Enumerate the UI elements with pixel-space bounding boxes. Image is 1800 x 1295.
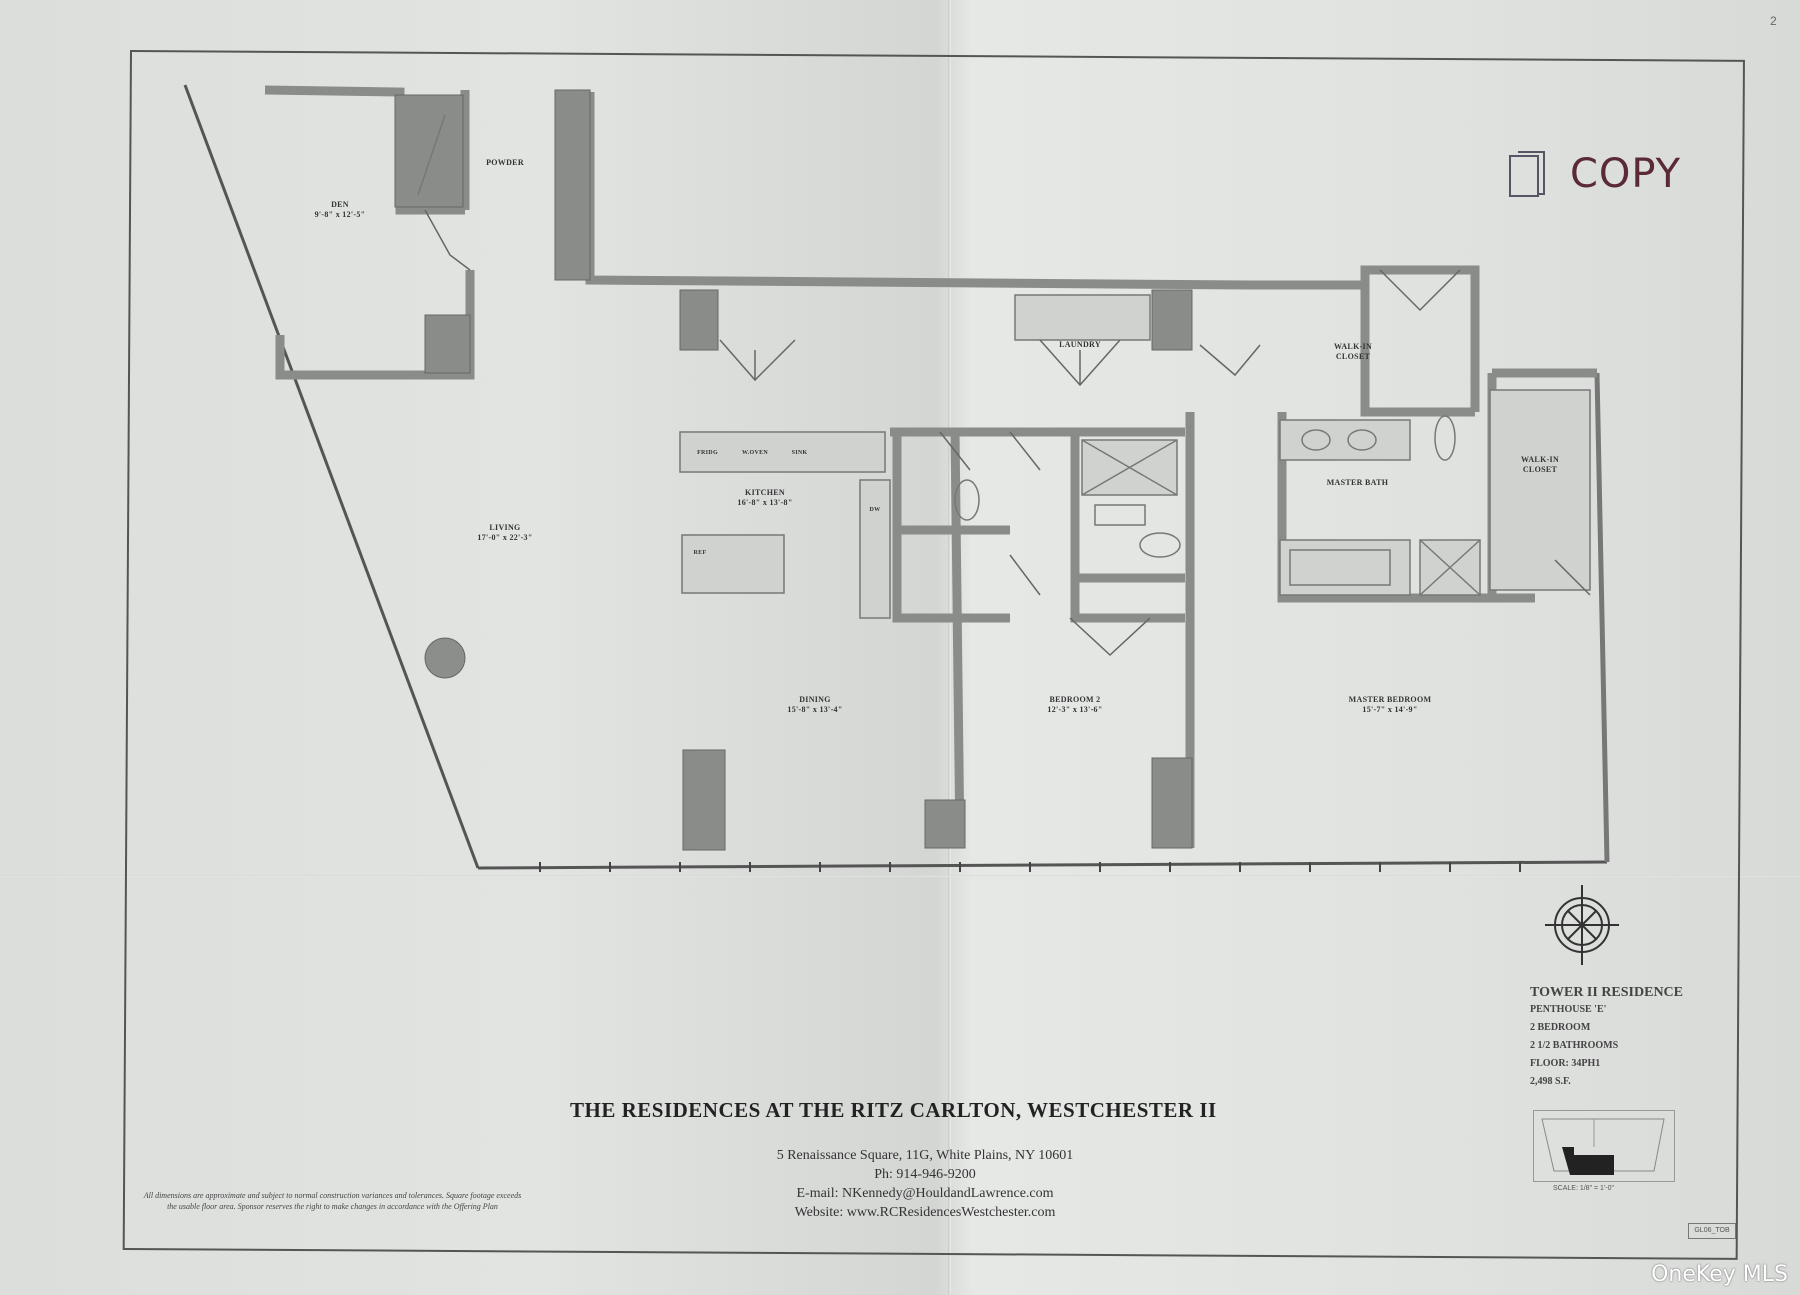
room-dims: 15'-7" x 14'-9": [1362, 705, 1418, 714]
project-title: THE RESIDENCES AT THE RITZ CARLTON, WEST…: [570, 1098, 1217, 1122]
room-dims: 15'-8" x 13'-4": [787, 705, 843, 714]
appliance-label: SINK: [791, 450, 808, 456]
room-label-living: LIVING 17'-0" x 22'-3": [465, 523, 545, 543]
floor-number: FLOOR: 34PH1: [1530, 1058, 1601, 1069]
watermark: OneKey MLS: [1651, 1262, 1788, 1287]
copy-icon: [1509, 151, 1545, 197]
key-plan-scale: SCALE: 1/8" = 1'-0": [1553, 1185, 1614, 1192]
room-name: WALK-IN CLOSET: [1520, 455, 1560, 474]
copy-label: COPY: [1570, 151, 1682, 197]
paper-fold-vertical: [948, 0, 951, 1295]
room-name: KITCHEN: [745, 488, 785, 497]
room-name: MASTER BATH: [1326, 478, 1389, 487]
bathroom-count: 2 1/2 BATHROOMS: [1530, 1040, 1619, 1051]
compass-rose-icon: [1545, 885, 1619, 965]
phone: Ph: 914-946-9200: [874, 1167, 976, 1182]
appliance-label: REF: [693, 550, 707, 556]
title-block: TOWER II RESIDENCE PENTHOUSE 'E' 2 BEDRO…: [1530, 985, 1683, 1091]
room-name: LAUNDRY: [1059, 340, 1101, 349]
room-label-kitchen: KITCHEN 16'-8" x 13'-8": [730, 488, 800, 508]
room-dims: 17'-0" x 22'-3": [477, 533, 533, 542]
room-label-bedroom-2: BEDROOM 2 12'-3" x 13'-6": [1035, 695, 1115, 715]
room-name: DINING: [799, 695, 831, 704]
room-name: BEDROOM 2: [1049, 695, 1101, 704]
room-name: DEN: [331, 200, 349, 209]
room-label-laundry: LAUNDRY: [1045, 340, 1115, 350]
room-dims: 9'-8" x 12'-5": [314, 210, 366, 219]
copy-stamp: COPY: [1508, 148, 1681, 200]
appliance-label: DW: [869, 507, 881, 513]
room-label-den: DEN 9'-8" x 12'-5": [305, 200, 375, 220]
disclaimer: All dimensions are approximate and subje…: [143, 1191, 522, 1211]
drawing-number: GL06_TOB: [1688, 1223, 1736, 1239]
contact-block: 5 Renaissance Square, 11G, White Plains,…: [735, 1146, 1115, 1222]
bedroom-count: 2 BEDROOM: [1530, 1022, 1591, 1033]
room-name: POWDER: [486, 158, 524, 167]
square-footage: 2,498 S.F.: [1530, 1076, 1571, 1087]
key-plan: [1533, 1110, 1675, 1182]
appliance-label: W.OVEN: [741, 450, 769, 456]
room-name: MASTER BEDROOM: [1348, 695, 1432, 704]
room-name: LIVING: [489, 523, 521, 532]
room-label-master-bedroom: MASTER BEDROOM 15'-7" x 14'-9": [1325, 695, 1455, 715]
room-name: WALK-IN CLOSET: [1333, 342, 1373, 361]
residence-heading: TOWER II RESIDENCE: [1530, 985, 1684, 1000]
website: Website: www.RCResidencesWestchester.com: [794, 1205, 1056, 1220]
room-label-walk-in-closet-1: WALK-IN CLOSET: [1318, 342, 1388, 362]
key-plan-drawing: [1541, 1118, 1665, 1175]
room-label-powder: POWDER: [480, 158, 530, 168]
unit-name: PENTHOUSE 'E': [1530, 1004, 1607, 1015]
address: 5 Renaissance Square, 11G, White Plains,…: [776, 1148, 1074, 1163]
room-label-master-bath: MASTER BATH: [1325, 478, 1390, 488]
email: E-mail: NKennedy@HouldandLawrence.com: [796, 1186, 1054, 1201]
room-label-walk-in-closet-2: WALK-IN CLOSET: [1505, 455, 1575, 475]
appliance-label: FRIDG: [697, 450, 718, 456]
room-label-dining: DINING 15'-8" x 13'-4": [775, 695, 855, 715]
corner-mark: 2: [1770, 14, 1777, 28]
paper-fold-horizontal: [0, 875, 1800, 877]
room-dims: 12'-3" x 13'-6": [1047, 705, 1103, 714]
room-dims: 16'-8" x 13'-8": [737, 498, 793, 507]
